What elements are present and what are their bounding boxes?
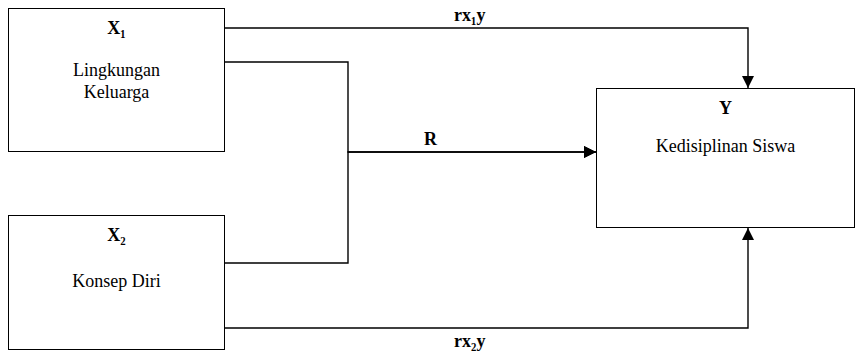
variable-name: Lingkungan Keluarga (52, 59, 182, 103)
variable-name: Kedisiplinan Siswa (656, 135, 796, 157)
variable-symbol: X₁ (107, 17, 125, 39)
variable-symbol: Y (719, 97, 732, 119)
variable-name: Konsep Diri (72, 270, 161, 292)
variable-box: Y Kedisiplinan Siswa (596, 88, 855, 228)
variable-box: X₂ Konsep Diri (8, 215, 225, 350)
correlation-label: rx₁y (451, 5, 488, 25)
path-arrow (225, 152, 596, 263)
correlation-label: rx₂y (451, 331, 488, 351)
variable-symbol: X₂ (107, 224, 125, 246)
correlation-label: R (421, 129, 440, 149)
path-arrow (225, 62, 596, 152)
path-arrow (225, 28, 748, 88)
variable-box: X₁ Lingkungan Keluarga (8, 8, 225, 152)
path-arrow (225, 228, 748, 328)
